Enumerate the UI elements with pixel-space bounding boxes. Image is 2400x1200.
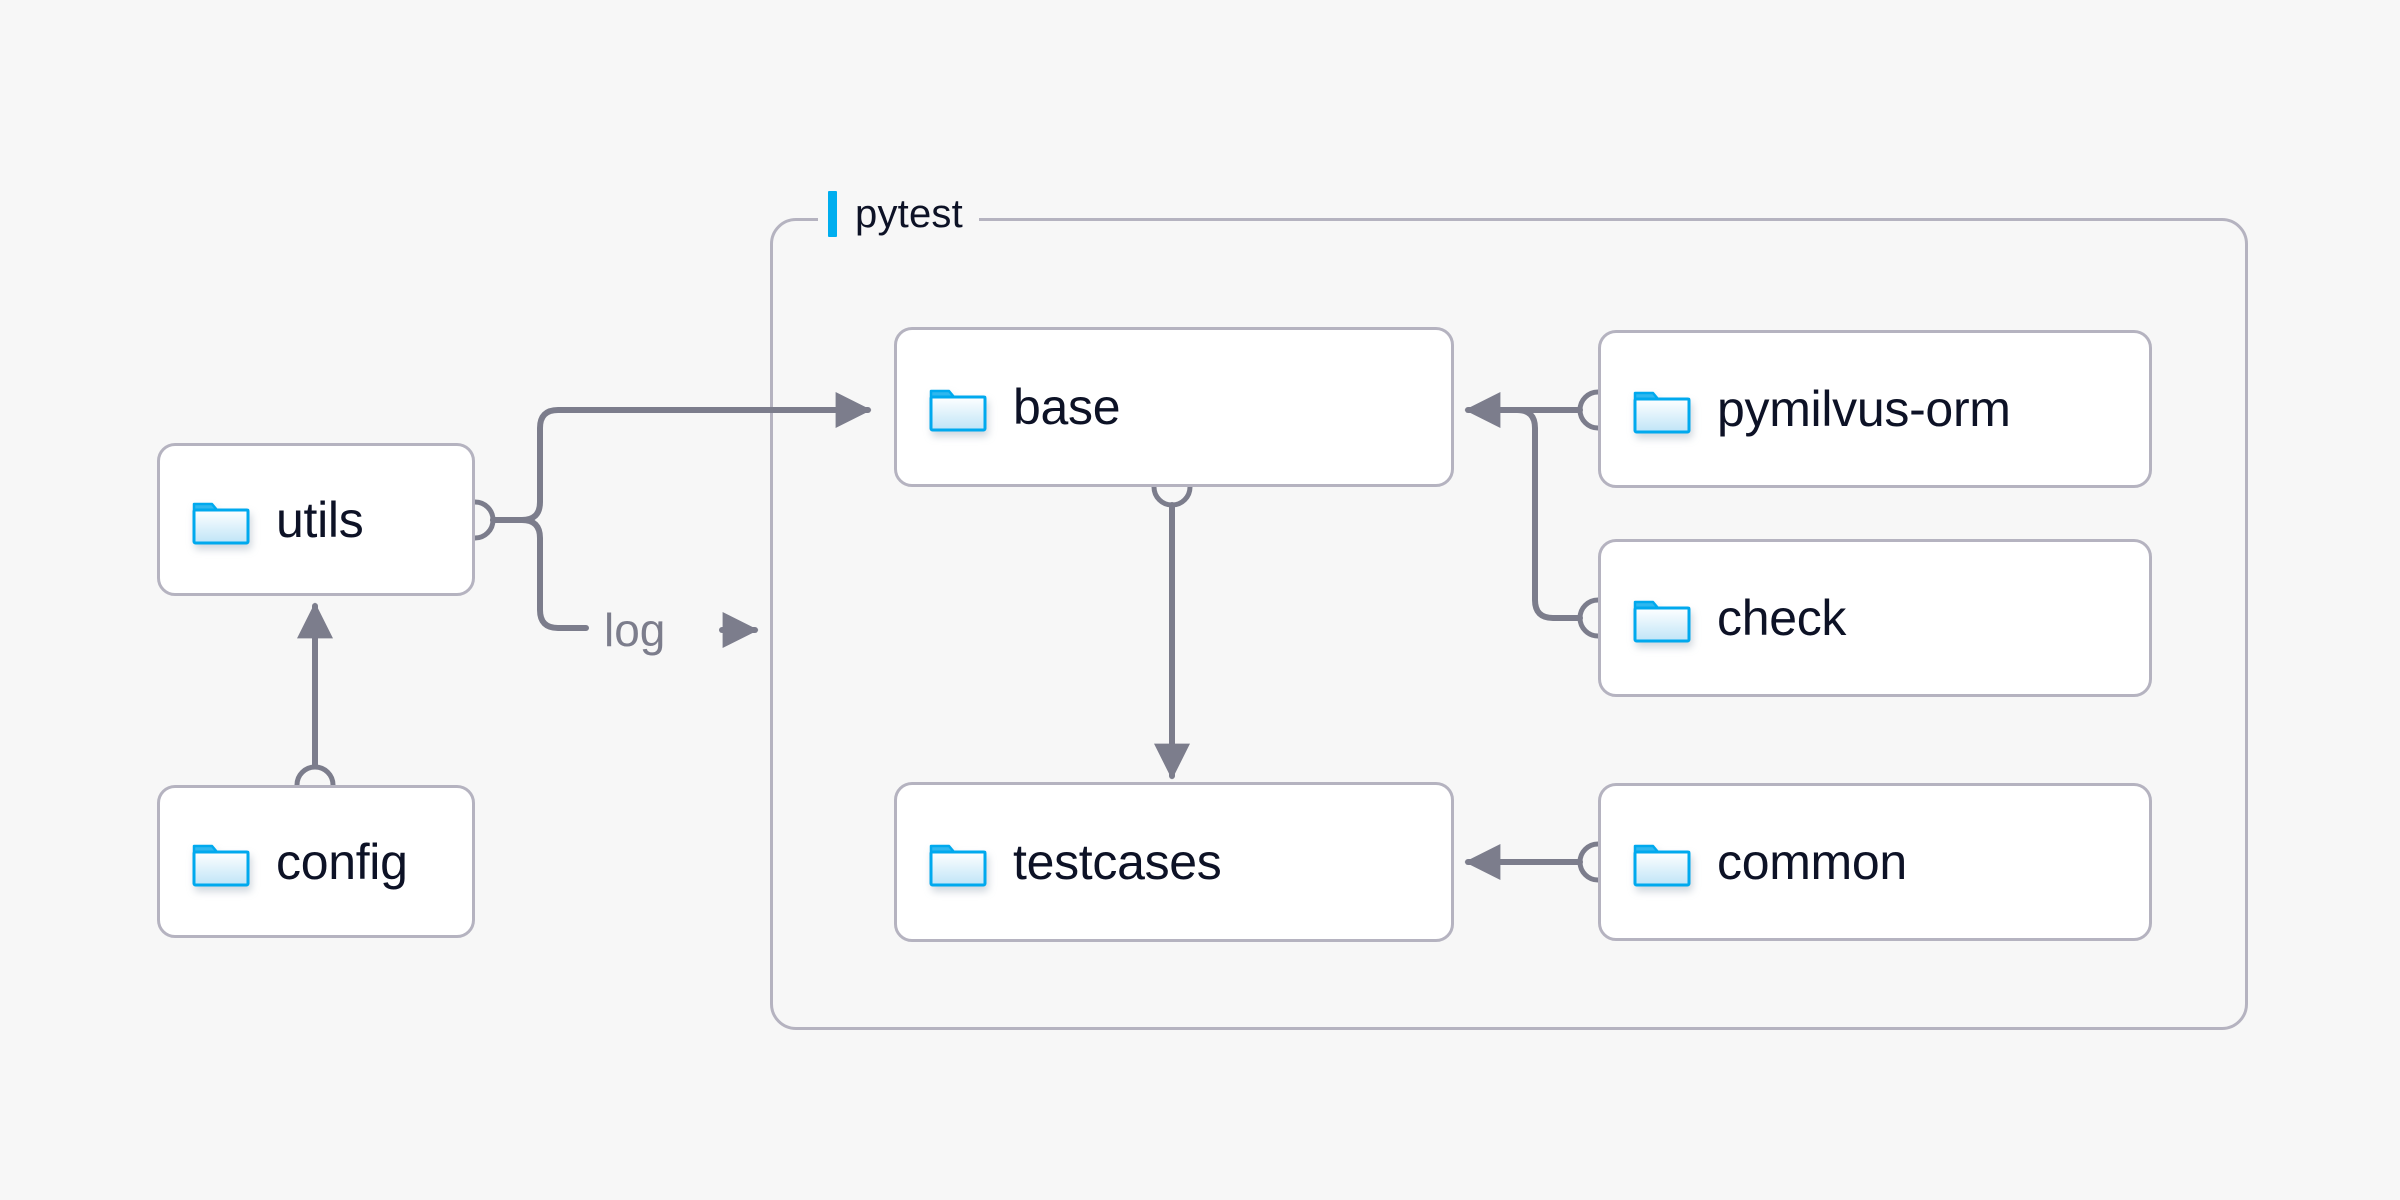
node-config-label: config — [276, 833, 408, 890]
node-pymilvus-orm[interactable]: pymilvus-orm — [1598, 330, 2152, 488]
node-common[interactable]: common — [1598, 783, 2152, 941]
node-config[interactable]: config — [157, 785, 475, 938]
group-accent-bar — [828, 191, 837, 237]
node-common-label: common — [1717, 834, 1907, 890]
folder-icon — [1633, 384, 1691, 434]
folder-icon — [929, 382, 987, 432]
folder-icon — [1633, 593, 1691, 643]
node-testcases-label: testcases — [1013, 834, 1222, 890]
node-check[interactable]: check — [1598, 539, 2152, 697]
folder-icon — [192, 495, 250, 545]
node-testcases[interactable]: testcases — [894, 782, 1454, 942]
node-check-label: check — [1717, 590, 1847, 646]
node-utils-label: utils — [276, 491, 364, 548]
group-pytest — [770, 218, 2248, 1030]
edge-utils-to-pytest-log — [490, 517, 589, 631]
node-utils[interactable]: utils — [157, 443, 475, 596]
folder-icon — [192, 837, 250, 887]
group-pytest-title: pytest — [855, 191, 963, 236]
folder-icon — [929, 837, 987, 887]
folder-icon — [1633, 837, 1691, 887]
edge-label-log: log — [604, 604, 665, 656]
node-base-label: base — [1013, 379, 1121, 435]
node-base[interactable]: base — [894, 327, 1454, 487]
group-pytest-label: pytest — [818, 186, 979, 242]
node-pymilvus-orm-label: pymilvus-orm — [1717, 381, 2011, 437]
